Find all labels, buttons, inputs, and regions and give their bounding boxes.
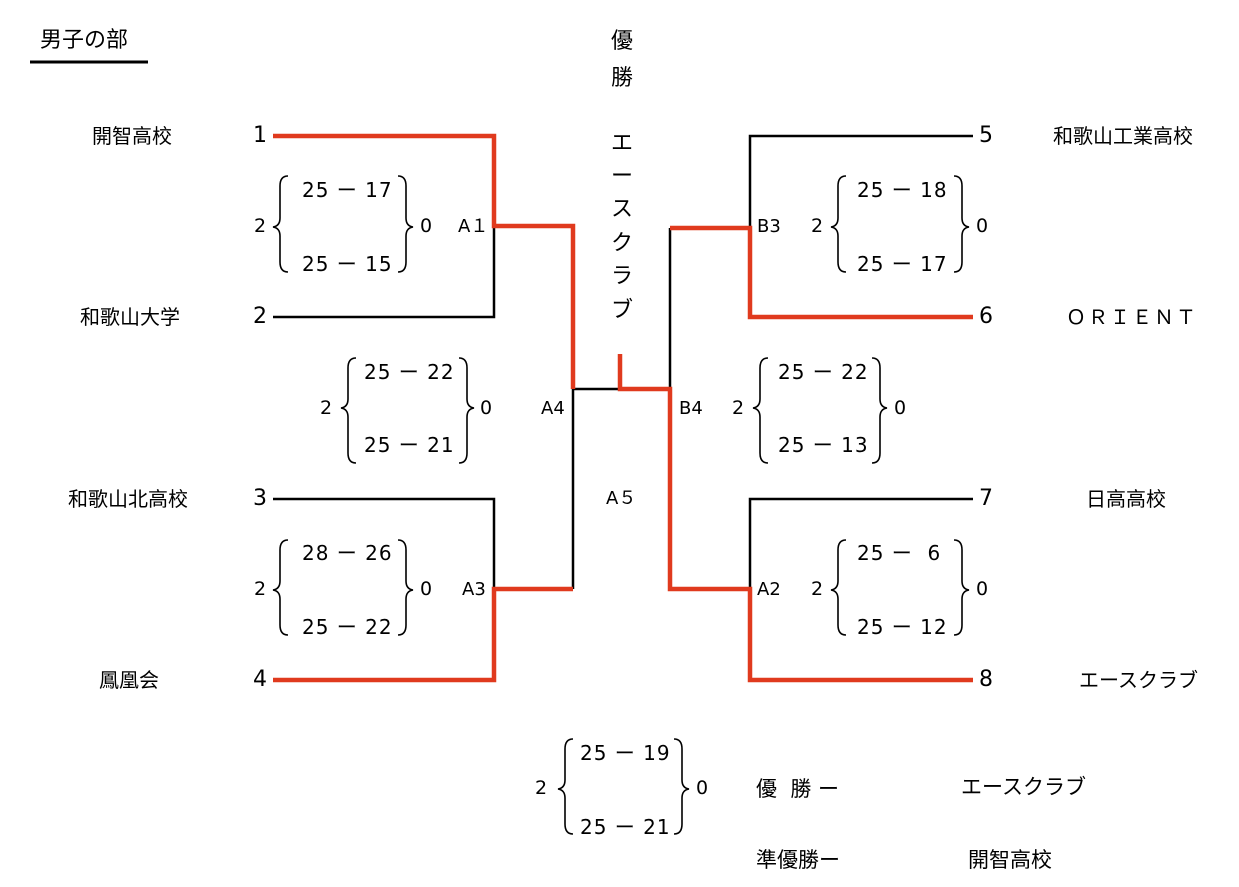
team-name-5: 和歌山工業高校 [1053, 124, 1193, 148]
match-a5-right-sets: 0 [696, 777, 709, 799]
match-a1-game-2: 25 ー 15 [302, 252, 393, 276]
match-b4-game-1: 25 ー 22 [778, 360, 869, 384]
brace-a5-right [673, 738, 690, 835]
match-a4-game-2: 25 ー 21 [364, 433, 455, 457]
match-a4-left-sets: 2 [320, 397, 333, 419]
match-a1-left-sets: 2 [254, 215, 267, 237]
champion-heading-2: 勝 [611, 66, 634, 91]
bracket-red-lines [273, 133, 973, 683]
bracket-black-lines [273, 134, 973, 589]
winner-name: エースクラブ [961, 775, 1086, 799]
team-name-2: 和歌山大学 [80, 305, 180, 329]
match-a2-left-sets: 2 [811, 578, 824, 600]
team-seed-6: 6 [979, 304, 993, 329]
match-a1-game-1: 25 ー 17 [302, 178, 393, 202]
brace-a4-right [458, 357, 475, 464]
champion-vertical-1: エ [611, 131, 634, 156]
match-b3-right-sets: 0 [976, 215, 989, 237]
team-seed-7: 7 [979, 486, 993, 511]
brace-a3-left [272, 539, 289, 636]
team-name-7: 日高高校 [1086, 487, 1166, 511]
page-title: 男子の部 [40, 28, 129, 53]
match-a5-game-1: 25 ー 19 [580, 741, 671, 765]
match-b4-game-2: 25 ー 13 [778, 433, 869, 457]
match-a5-left-sets: 2 [535, 777, 548, 799]
brace-a1-left [272, 175, 289, 273]
brace-a2-left [830, 539, 847, 636]
win-line-team-4 [273, 586, 573, 683]
match-a4-label: A4 [541, 398, 565, 419]
match-a3-game-1: 28 ー 26 [302, 541, 393, 565]
match-a4-game-1: 25 ー 22 [364, 360, 455, 384]
match-b3-label: B3 [757, 216, 781, 237]
line-team-2 [273, 226, 496, 319]
line-team-7 [748, 497, 973, 589]
team-seed-8: 8 [979, 667, 993, 692]
match-a2-game-2: 25 ー 12 [857, 615, 948, 639]
brace-b3-right [953, 175, 970, 273]
brace-a3-right [397, 539, 414, 636]
champion-heading-1: 優 [611, 29, 634, 54]
match-b3-game-1: 25 ー 18 [857, 178, 948, 202]
win-line-team-6 [670, 225, 973, 320]
brace-a5-left [557, 738, 574, 835]
winner-label: 優 勝 ー [756, 777, 840, 801]
match-a2-label: A2 [757, 579, 781, 600]
brace-b3-left [830, 175, 847, 273]
team-name-1: 開智高校 [92, 124, 172, 148]
match-b4-label: B4 [679, 398, 703, 419]
team-name-8: エースクラブ [1079, 668, 1198, 692]
match-a5-label: A５ [606, 488, 637, 509]
brace-a4-left [340, 357, 357, 464]
team-seed-1: 1 [253, 123, 267, 148]
champion-vertical-2: ー [611, 164, 634, 189]
brace-b4-right [871, 357, 888, 464]
team-name-6: ＯＲＩＥＮＴ [1066, 305, 1198, 329]
champion-vertical-5: ラ [611, 264, 634, 289]
match-a1-right-sets: 0 [420, 215, 433, 237]
match-a4-right-sets: 0 [480, 397, 493, 419]
brace-a2-right [953, 539, 970, 636]
match-a5-game-2: 25 ー 21 [580, 815, 671, 839]
match-a3-left-sets: 2 [254, 578, 267, 600]
match-a3-label: A3 [462, 579, 486, 600]
team-seed-2: 2 [253, 304, 267, 329]
line-team-3 [273, 497, 496, 589]
team-name-3: 和歌山北高校 [68, 487, 188, 511]
win-line-team-1 [273, 133, 576, 389]
team-seed-4: 4 [253, 667, 267, 692]
champion-vertical-3: ス [611, 197, 634, 222]
match-b3-game-2: 25 ー 17 [857, 252, 948, 276]
runnerup-label: 準優勝ー [756, 848, 840, 872]
match-a3-game-2: 25 ー 22 [302, 615, 393, 639]
team-name-4: 鳳凰会 [99, 668, 159, 692]
runnerup-name: 開智高校 [968, 848, 1052, 872]
match-b4-right-sets: 0 [894, 397, 907, 419]
score-braces [272, 175, 970, 835]
champion-vertical-4: ク [611, 231, 634, 256]
win-line-team-8 [617, 354, 973, 683]
team-seed-5: 5 [979, 123, 993, 148]
match-b3-left-sets: 2 [811, 215, 824, 237]
team-seed-3: 3 [253, 486, 267, 511]
line-team-5 [748, 134, 973, 228]
champion-vertical-6: ブ [611, 298, 634, 323]
match-a2-right-sets: 0 [976, 578, 989, 600]
brace-b4-left [752, 357, 769, 464]
match-a1-label: A１ [458, 216, 489, 237]
match-b4-left-sets: 2 [732, 397, 745, 419]
match-a2-game-1: 25 ー 6 [857, 541, 942, 565]
brace-a1-right [397, 175, 414, 273]
match-a3-right-sets: 0 [420, 578, 433, 600]
